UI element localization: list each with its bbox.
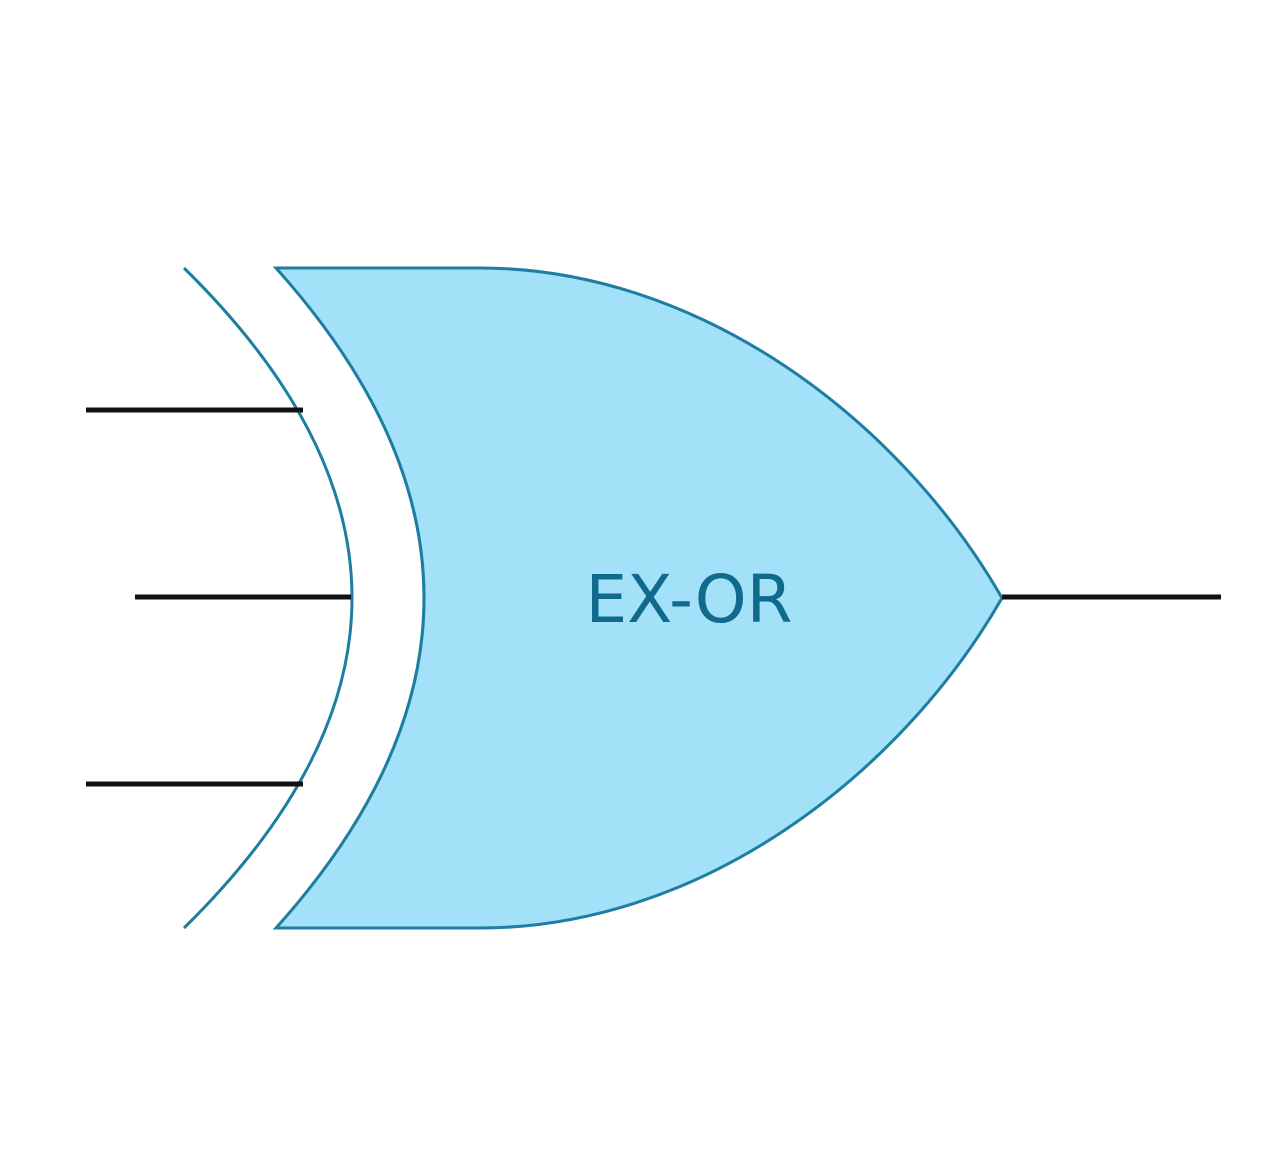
xor-input-arc [182,266,354,930]
gate-label: EX-OR [585,561,792,638]
gate-body [272,266,1004,930]
